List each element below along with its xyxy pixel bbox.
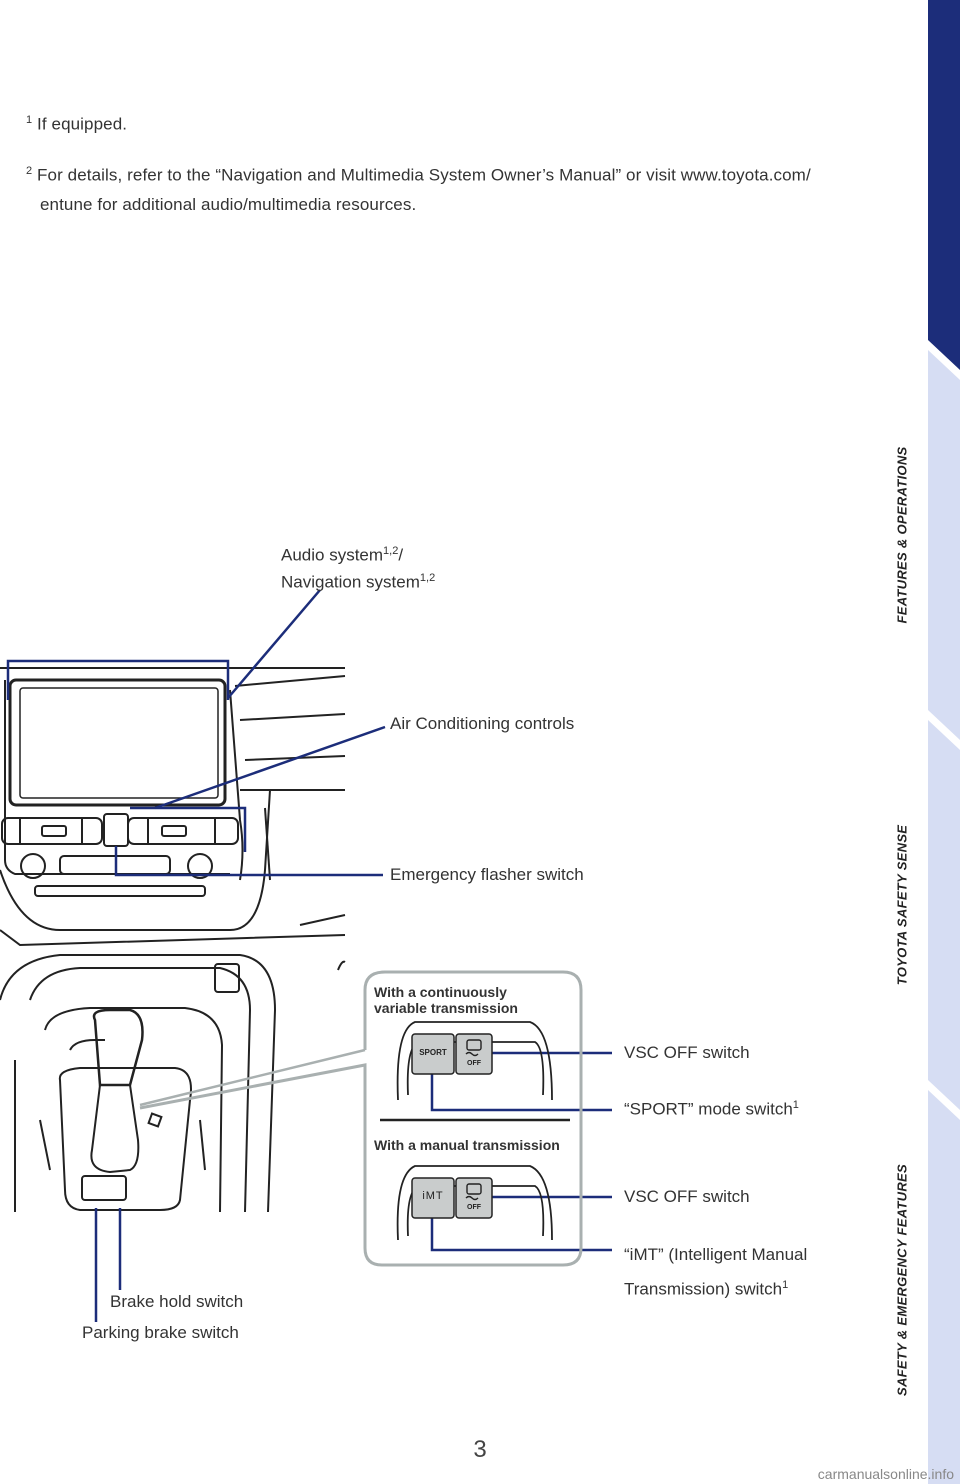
vsc-off-label: OFF xyxy=(467,1204,481,1211)
footnote-2: 2 For details, refer to the “Navigation … xyxy=(26,165,811,214)
vsc-button-mt-shape xyxy=(455,1177,493,1219)
brake-switch-shape xyxy=(81,1175,127,1201)
tab-safety-label: SAFETY & EMERGENCY FEATURES xyxy=(894,1163,910,1397)
label-audio-navigation: Audio system1,2/ Navigation system1,2 xyxy=(281,545,436,592)
tab-features-bg xyxy=(928,350,960,740)
label-brake-hold: Brake hold switch xyxy=(110,1292,244,1311)
watermark: carmanualsonline.info xyxy=(817,1466,954,1482)
skid-car-icon xyxy=(465,1183,482,1201)
ac-vent-left xyxy=(1,817,103,845)
tab-overview-bg xyxy=(928,0,960,370)
callout-ac-line xyxy=(154,725,386,810)
callout-imt-line xyxy=(430,1215,612,1252)
tab-overview-label: OVERVIEW xyxy=(894,133,910,207)
mt-title: With a manual transmission xyxy=(374,1137,560,1153)
tab-safety-bg xyxy=(928,1090,960,1484)
hazard-button-shape xyxy=(103,813,129,847)
tab-features-label: FEATURES & OPERATIONS xyxy=(894,446,910,624)
label-sport-mode: “SPORT” mode switch1 xyxy=(624,1099,799,1119)
dashboard-illustration xyxy=(0,589,612,1322)
footnote-1: 1 If equipped. xyxy=(26,114,128,134)
label-vsc-off-mt: VSC OFF switch xyxy=(624,1187,750,1206)
callout-ac-bracket xyxy=(130,806,247,852)
label-parking-brake: Parking brake switch xyxy=(82,1323,239,1342)
vsc-off-label: OFF xyxy=(467,1060,481,1067)
label-vsc-off-cvt: VSC OFF switch xyxy=(624,1043,750,1062)
imt-button-shape xyxy=(411,1177,455,1219)
label-imt-switch: “iMT” (Intelligent Manual Transmission) … xyxy=(624,1245,808,1299)
label-air-conditioning: Air Conditioning controls xyxy=(390,714,575,733)
skid-car-icon xyxy=(465,1039,482,1057)
imt-button-label: iMT xyxy=(422,1190,444,1202)
tab-tss-bg xyxy=(928,720,960,1110)
tab-tss-label: TOYOTA SAFETY SENSE xyxy=(894,824,910,986)
transmission-inset xyxy=(139,970,583,1267)
callout-audio-bracket xyxy=(6,659,230,700)
callout-hazard-line xyxy=(114,846,383,877)
side-tab-strip xyxy=(928,0,960,1484)
ac-vent-right xyxy=(127,817,239,845)
sport-button-label: SPORT xyxy=(419,1048,447,1057)
cvt-title: With a continuously variable transmissio… xyxy=(374,984,518,1016)
vsc-button-cvt-shape xyxy=(455,1033,493,1075)
page-number: 3 xyxy=(473,1436,487,1463)
shift-knob xyxy=(92,1008,144,1087)
display-screen xyxy=(8,678,227,807)
label-emergency-flasher: Emergency flasher switch xyxy=(390,865,584,884)
sport-button-shape xyxy=(411,1033,455,1075)
callout-audio-line xyxy=(227,589,321,699)
callout-sport-line xyxy=(430,1073,612,1112)
